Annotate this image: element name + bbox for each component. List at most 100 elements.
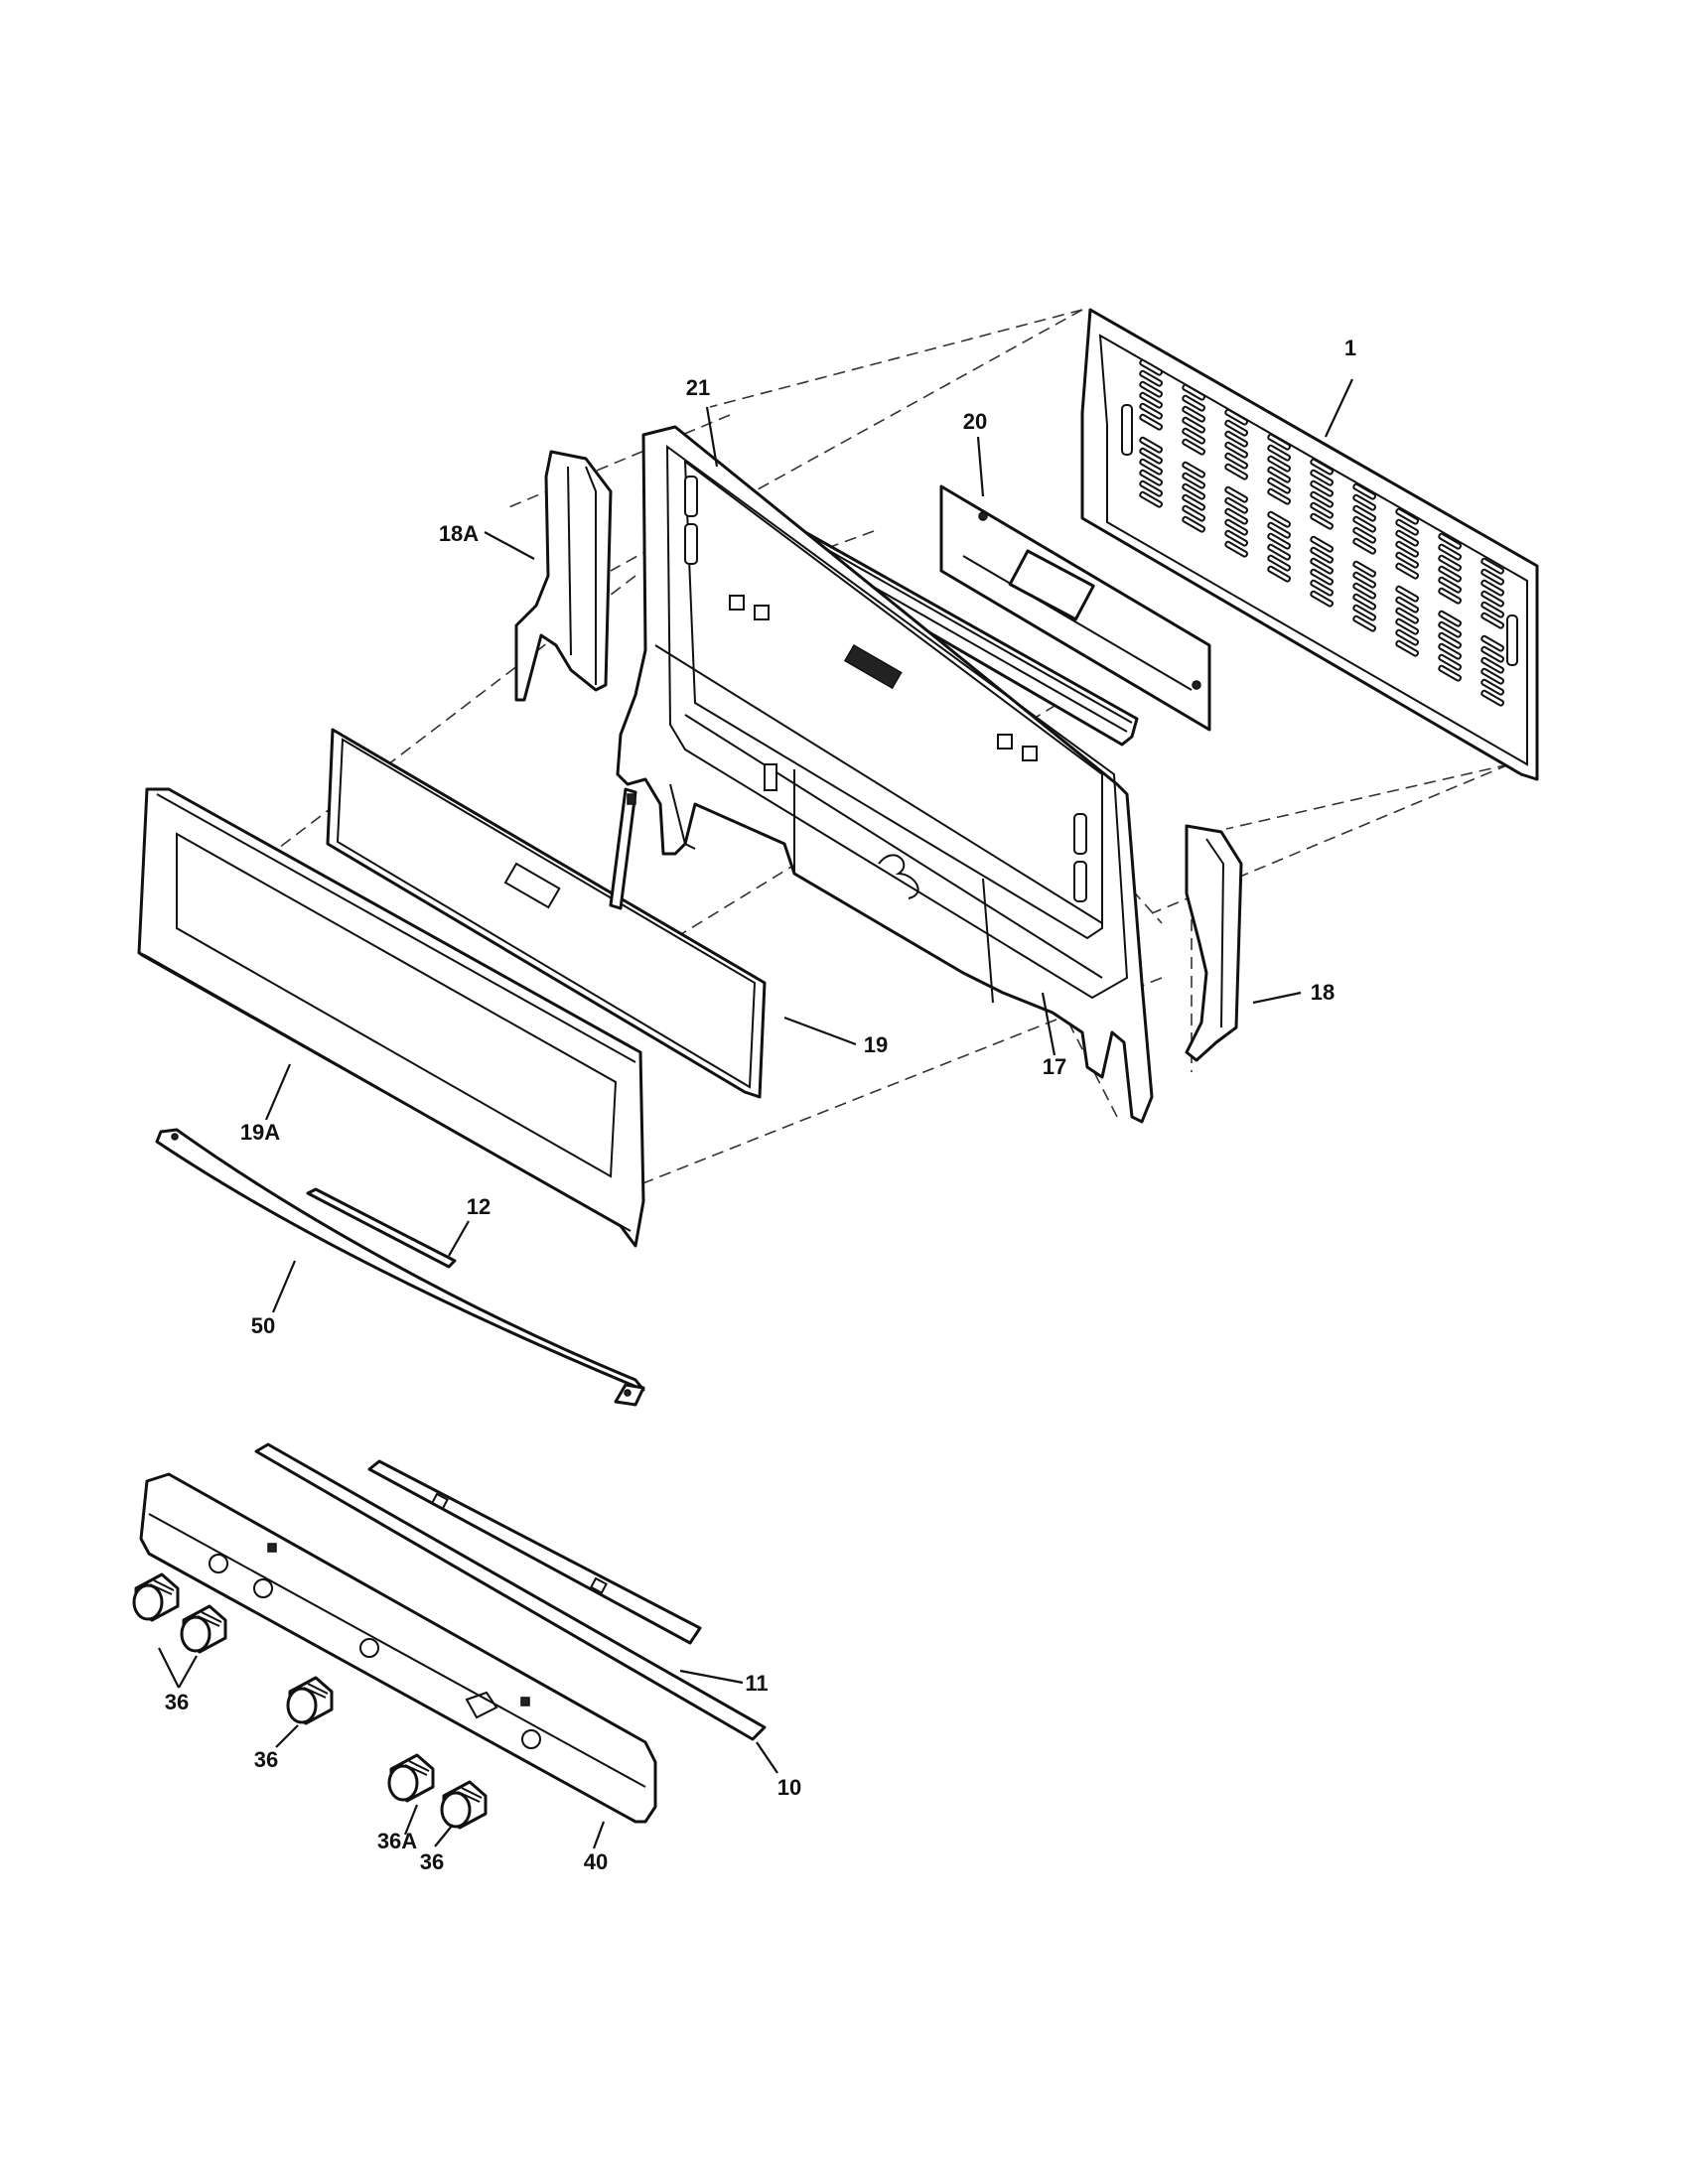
knob xyxy=(286,1676,334,1725)
part-17-control-frame xyxy=(616,425,1154,1124)
part-20-control-board xyxy=(939,484,1211,732)
vent-slot xyxy=(1139,358,1164,376)
vent-slot xyxy=(1352,582,1377,600)
callout-40: 40 xyxy=(584,1849,608,1874)
vent-slot xyxy=(1310,501,1335,519)
knob xyxy=(132,1572,180,1622)
vent-slot xyxy=(1480,678,1505,696)
vent-slot xyxy=(1438,653,1463,671)
vent-slots xyxy=(1139,358,1505,707)
vent-slot xyxy=(1310,535,1335,553)
part-18-right-end-cap xyxy=(1185,824,1243,1062)
vent-slot xyxy=(1395,551,1420,569)
vent-slot xyxy=(1438,565,1463,583)
vent-slot xyxy=(1139,447,1164,465)
vent-slot xyxy=(1182,427,1206,445)
vent-slot xyxy=(1395,562,1420,580)
vent-slot xyxy=(1139,458,1164,476)
vent-slot xyxy=(1480,590,1505,608)
vent-slot xyxy=(1139,402,1164,420)
vent-slot xyxy=(1224,430,1249,448)
vent-slot xyxy=(1352,504,1377,522)
callout-20: 20 xyxy=(963,409,987,434)
vent-slot xyxy=(1395,596,1420,614)
vent-slot xyxy=(1438,610,1463,627)
vent-slot xyxy=(1224,452,1249,470)
vent-slot xyxy=(1224,540,1249,558)
vent-slot xyxy=(1352,526,1377,544)
callout-1: 1 xyxy=(1344,336,1356,360)
callout-11: 11 xyxy=(745,1671,768,1696)
vent-slot xyxy=(1438,543,1463,561)
vent-slot xyxy=(1267,466,1292,483)
vent-slot xyxy=(1438,642,1463,660)
vent-slot xyxy=(1182,504,1206,522)
part-19-glass-overlay xyxy=(326,728,767,1099)
vent-slot xyxy=(1182,472,1206,489)
vent-slot xyxy=(1267,455,1292,473)
vent-slot xyxy=(1352,482,1377,500)
vent-slot xyxy=(1438,532,1463,550)
callout-50: 50 xyxy=(251,1313,275,1338)
knob xyxy=(387,1753,435,1803)
callout-36a: 36A xyxy=(377,1829,417,1853)
vent-slot xyxy=(1395,607,1420,624)
vent-slot xyxy=(1395,617,1420,635)
callout-36-mid: 36 xyxy=(254,1747,278,1772)
vent-slot xyxy=(1352,593,1377,611)
vent-slot xyxy=(1267,433,1292,451)
vent-slot xyxy=(1139,380,1164,398)
callout-36-top: 36 xyxy=(165,1690,189,1714)
callout-labels: 1 21 20 18A 19 17 18 19A 12 50 11 10 36 … xyxy=(165,336,1356,1874)
vent-slot xyxy=(1480,601,1505,618)
vent-slot xyxy=(1480,568,1505,586)
callout-12: 12 xyxy=(467,1194,491,1219)
vent-slot xyxy=(1480,634,1505,652)
vent-slot xyxy=(1139,391,1164,409)
vent-slot xyxy=(1139,469,1164,486)
vent-slot xyxy=(1480,689,1505,707)
vent-slot xyxy=(1310,490,1335,508)
vent-slot xyxy=(1352,515,1377,533)
vent-slot xyxy=(1182,383,1206,401)
vent-slot xyxy=(1182,416,1206,434)
vent-slot xyxy=(1182,515,1206,533)
part-18a-left-end-cap xyxy=(514,450,613,702)
vent-slot xyxy=(1267,477,1292,494)
vent-slot xyxy=(1310,579,1335,597)
knobs xyxy=(132,1572,488,1830)
vent-slot xyxy=(1310,469,1335,486)
vent-slot xyxy=(1267,521,1292,539)
vent-slot xyxy=(1224,529,1249,547)
vent-slot xyxy=(1182,438,1206,456)
part-19a-front-panel xyxy=(137,787,645,1248)
vent-slot xyxy=(1352,560,1377,578)
vent-slot xyxy=(1139,436,1164,454)
vent-slot xyxy=(1352,614,1377,632)
callout-19: 19 xyxy=(864,1032,888,1057)
vent-slot xyxy=(1182,405,1206,423)
vent-slot xyxy=(1438,576,1463,594)
vent-slot xyxy=(1267,487,1292,505)
part-11-strip xyxy=(367,1459,702,1645)
vent-slot xyxy=(1395,518,1420,536)
vent-slot xyxy=(1267,444,1292,462)
knob xyxy=(440,1780,488,1830)
vent-slot xyxy=(1310,458,1335,476)
vent-slot xyxy=(1224,408,1249,426)
vent-slot xyxy=(1224,496,1249,514)
vent-slot xyxy=(1224,507,1249,525)
vent-slot xyxy=(1267,554,1292,572)
vent-slot xyxy=(1267,510,1292,528)
vent-slot xyxy=(1438,554,1463,572)
vent-slot xyxy=(1310,512,1335,530)
callout-21: 21 xyxy=(686,375,710,400)
vent-slot xyxy=(1352,493,1377,511)
vent-slot xyxy=(1267,543,1292,561)
vent-slot xyxy=(1224,441,1249,459)
vent-slot xyxy=(1438,587,1463,605)
callout-18a: 18A xyxy=(439,521,479,546)
vent-slot xyxy=(1182,482,1206,500)
vent-slot xyxy=(1310,546,1335,564)
